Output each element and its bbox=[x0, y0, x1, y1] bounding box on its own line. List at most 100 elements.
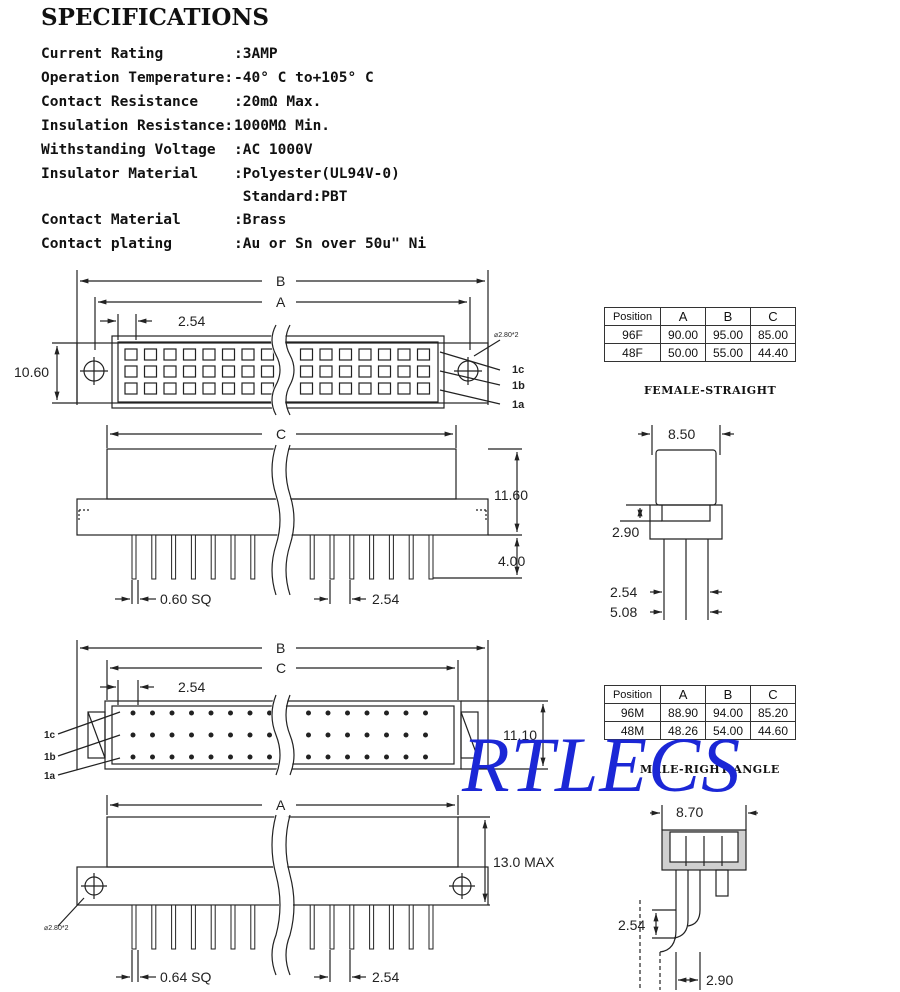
dim-male-body-height: 13.0 MAX bbox=[493, 854, 555, 870]
table-row: 96M 88.90 94.00 85.20 bbox=[603, 703, 797, 722]
male-pin bbox=[428, 904, 434, 950]
male-contact-pin bbox=[150, 732, 155, 738]
watermark: RTLECS bbox=[462, 721, 742, 808]
male-contact-pin bbox=[325, 754, 331, 760]
dim-side-pitch-female: 2.54 bbox=[610, 584, 637, 600]
spec-row: Operation Temperature:-40° C to+105° C bbox=[41, 70, 374, 86]
female-dimension-table: Position A B C 96F 90.00 95.00 85.00 48F… bbox=[603, 307, 797, 362]
female-contact-cell bbox=[182, 365, 197, 378]
dim-a-male: A bbox=[276, 797, 286, 813]
female-pin bbox=[210, 534, 216, 580]
female-pin bbox=[131, 534, 137, 580]
table-cell: 48F bbox=[603, 343, 662, 362]
male-pin bbox=[171, 904, 177, 950]
female-contact-cell bbox=[319, 365, 333, 378]
spec-row: Contact Material:Brass bbox=[41, 212, 286, 228]
spec-row: Withstanding Voltage:AC 1000V bbox=[41, 142, 313, 158]
row-1c-female: 1c bbox=[512, 364, 524, 376]
female-contact-cell bbox=[143, 365, 158, 378]
table-header: C bbox=[749, 685, 797, 704]
female-pin bbox=[190, 534, 196, 580]
table-cell: 44.60 bbox=[749, 721, 797, 740]
male-pin bbox=[369, 904, 375, 950]
male-pin bbox=[250, 904, 256, 950]
female-contact-cell bbox=[338, 365, 353, 378]
male-dimension-table: Position A B C 96M 88.90 94.00 85.20 48M… bbox=[603, 685, 797, 740]
table-header: B bbox=[705, 685, 751, 704]
female-contact-cell bbox=[299, 382, 314, 395]
female-contact-cell bbox=[416, 382, 431, 395]
dim-side-step-female: 2.90 bbox=[612, 524, 639, 540]
female-contact-cell bbox=[377, 348, 392, 361]
female-contact-cell bbox=[143, 382, 158, 395]
table-cell: 96F bbox=[603, 325, 662, 344]
table-header: B bbox=[705, 307, 751, 326]
male-contact-pin bbox=[306, 754, 311, 760]
female-contact-cell bbox=[397, 348, 411, 361]
male-pin bbox=[131, 904, 137, 950]
table-header-row: Position A B C bbox=[603, 685, 797, 704]
spec-value: :Brass bbox=[234, 212, 287, 228]
male-contact-pin bbox=[130, 710, 136, 716]
male-pin bbox=[349, 904, 355, 950]
table-cell: 48.26 bbox=[660, 721, 707, 740]
male-contact-pin bbox=[423, 710, 428, 716]
male-pins bbox=[131, 904, 434, 950]
spec-label: Operation Temperature: bbox=[41, 70, 234, 86]
female-contact-cell bbox=[182, 348, 197, 361]
female-contact-cell bbox=[260, 382, 275, 395]
male-side-view bbox=[639, 805, 758, 990]
male-contact-pin bbox=[189, 710, 194, 716]
male-pin bbox=[151, 904, 157, 950]
male-contact-pin bbox=[345, 732, 350, 738]
male-pin bbox=[408, 904, 414, 950]
female-contact-cell bbox=[202, 348, 216, 361]
male-pin bbox=[388, 904, 394, 950]
dim-pin-sq-female: 0.60 SQ bbox=[160, 591, 211, 607]
male-top-view bbox=[57, 640, 548, 776]
male-contact-pin bbox=[364, 732, 370, 738]
female-contact-cell bbox=[358, 382, 372, 395]
spec-label: Contact Resistance bbox=[41, 94, 199, 110]
male-contact-pin bbox=[169, 754, 175, 760]
dim-height-female: 10.60 bbox=[14, 364, 49, 380]
table-cell: 54.00 bbox=[705, 721, 751, 740]
male-contact-pin bbox=[364, 754, 370, 760]
male-contact-pin bbox=[150, 754, 155, 760]
male-contact-grid bbox=[130, 710, 428, 760]
spec-value: -40° C to+105° C bbox=[234, 70, 374, 86]
female-pin bbox=[369, 534, 375, 580]
dim-b-female: B bbox=[276, 273, 285, 289]
dim-side-span-female: 5.08 bbox=[610, 604, 637, 620]
dim-c-female: C bbox=[276, 426, 286, 442]
spec-value: :3AMP bbox=[234, 46, 278, 62]
dim-b-male: B bbox=[276, 640, 285, 656]
table-header: A bbox=[660, 307, 707, 326]
male-contact-pin bbox=[208, 732, 214, 738]
female-pin bbox=[151, 534, 157, 580]
female-contact-cell bbox=[358, 348, 372, 361]
table-row: 48M 48.26 54.00 44.60 bbox=[603, 721, 797, 740]
dim-pitch-bottom-male: 2.54 bbox=[372, 969, 399, 985]
dim-pin-sq-male: 0.64 SQ bbox=[160, 969, 211, 985]
dim-side-offset-male: 2.90 bbox=[706, 972, 733, 988]
female-contact-cell bbox=[202, 365, 216, 378]
male-contact-pin bbox=[306, 710, 311, 716]
male-contact-pin bbox=[345, 710, 350, 716]
table-row: 48F 50.00 55.00 44.40 bbox=[603, 343, 797, 362]
female-contact-cell bbox=[299, 348, 314, 361]
spec-value: 1000MΩ Min. bbox=[234, 118, 331, 134]
male-contact-pin bbox=[384, 754, 389, 760]
specifications-title: SPECIFICATIONS bbox=[41, 4, 270, 31]
table-cell: 85.20 bbox=[749, 703, 797, 722]
female-contact-cell bbox=[260, 365, 275, 378]
male-contact-pin bbox=[403, 710, 409, 716]
male-caption: MALE-RIGHT ANGLE bbox=[640, 763, 780, 776]
female-contact-grid bbox=[124, 348, 431, 395]
female-contact-cell bbox=[163, 382, 177, 395]
male-contact-pin bbox=[130, 754, 136, 760]
row-1b-female: 1b bbox=[512, 380, 525, 392]
female-pin bbox=[171, 534, 177, 580]
dim-body-height: 11.60 bbox=[494, 487, 528, 503]
table-cell: 88.90 bbox=[660, 703, 707, 722]
